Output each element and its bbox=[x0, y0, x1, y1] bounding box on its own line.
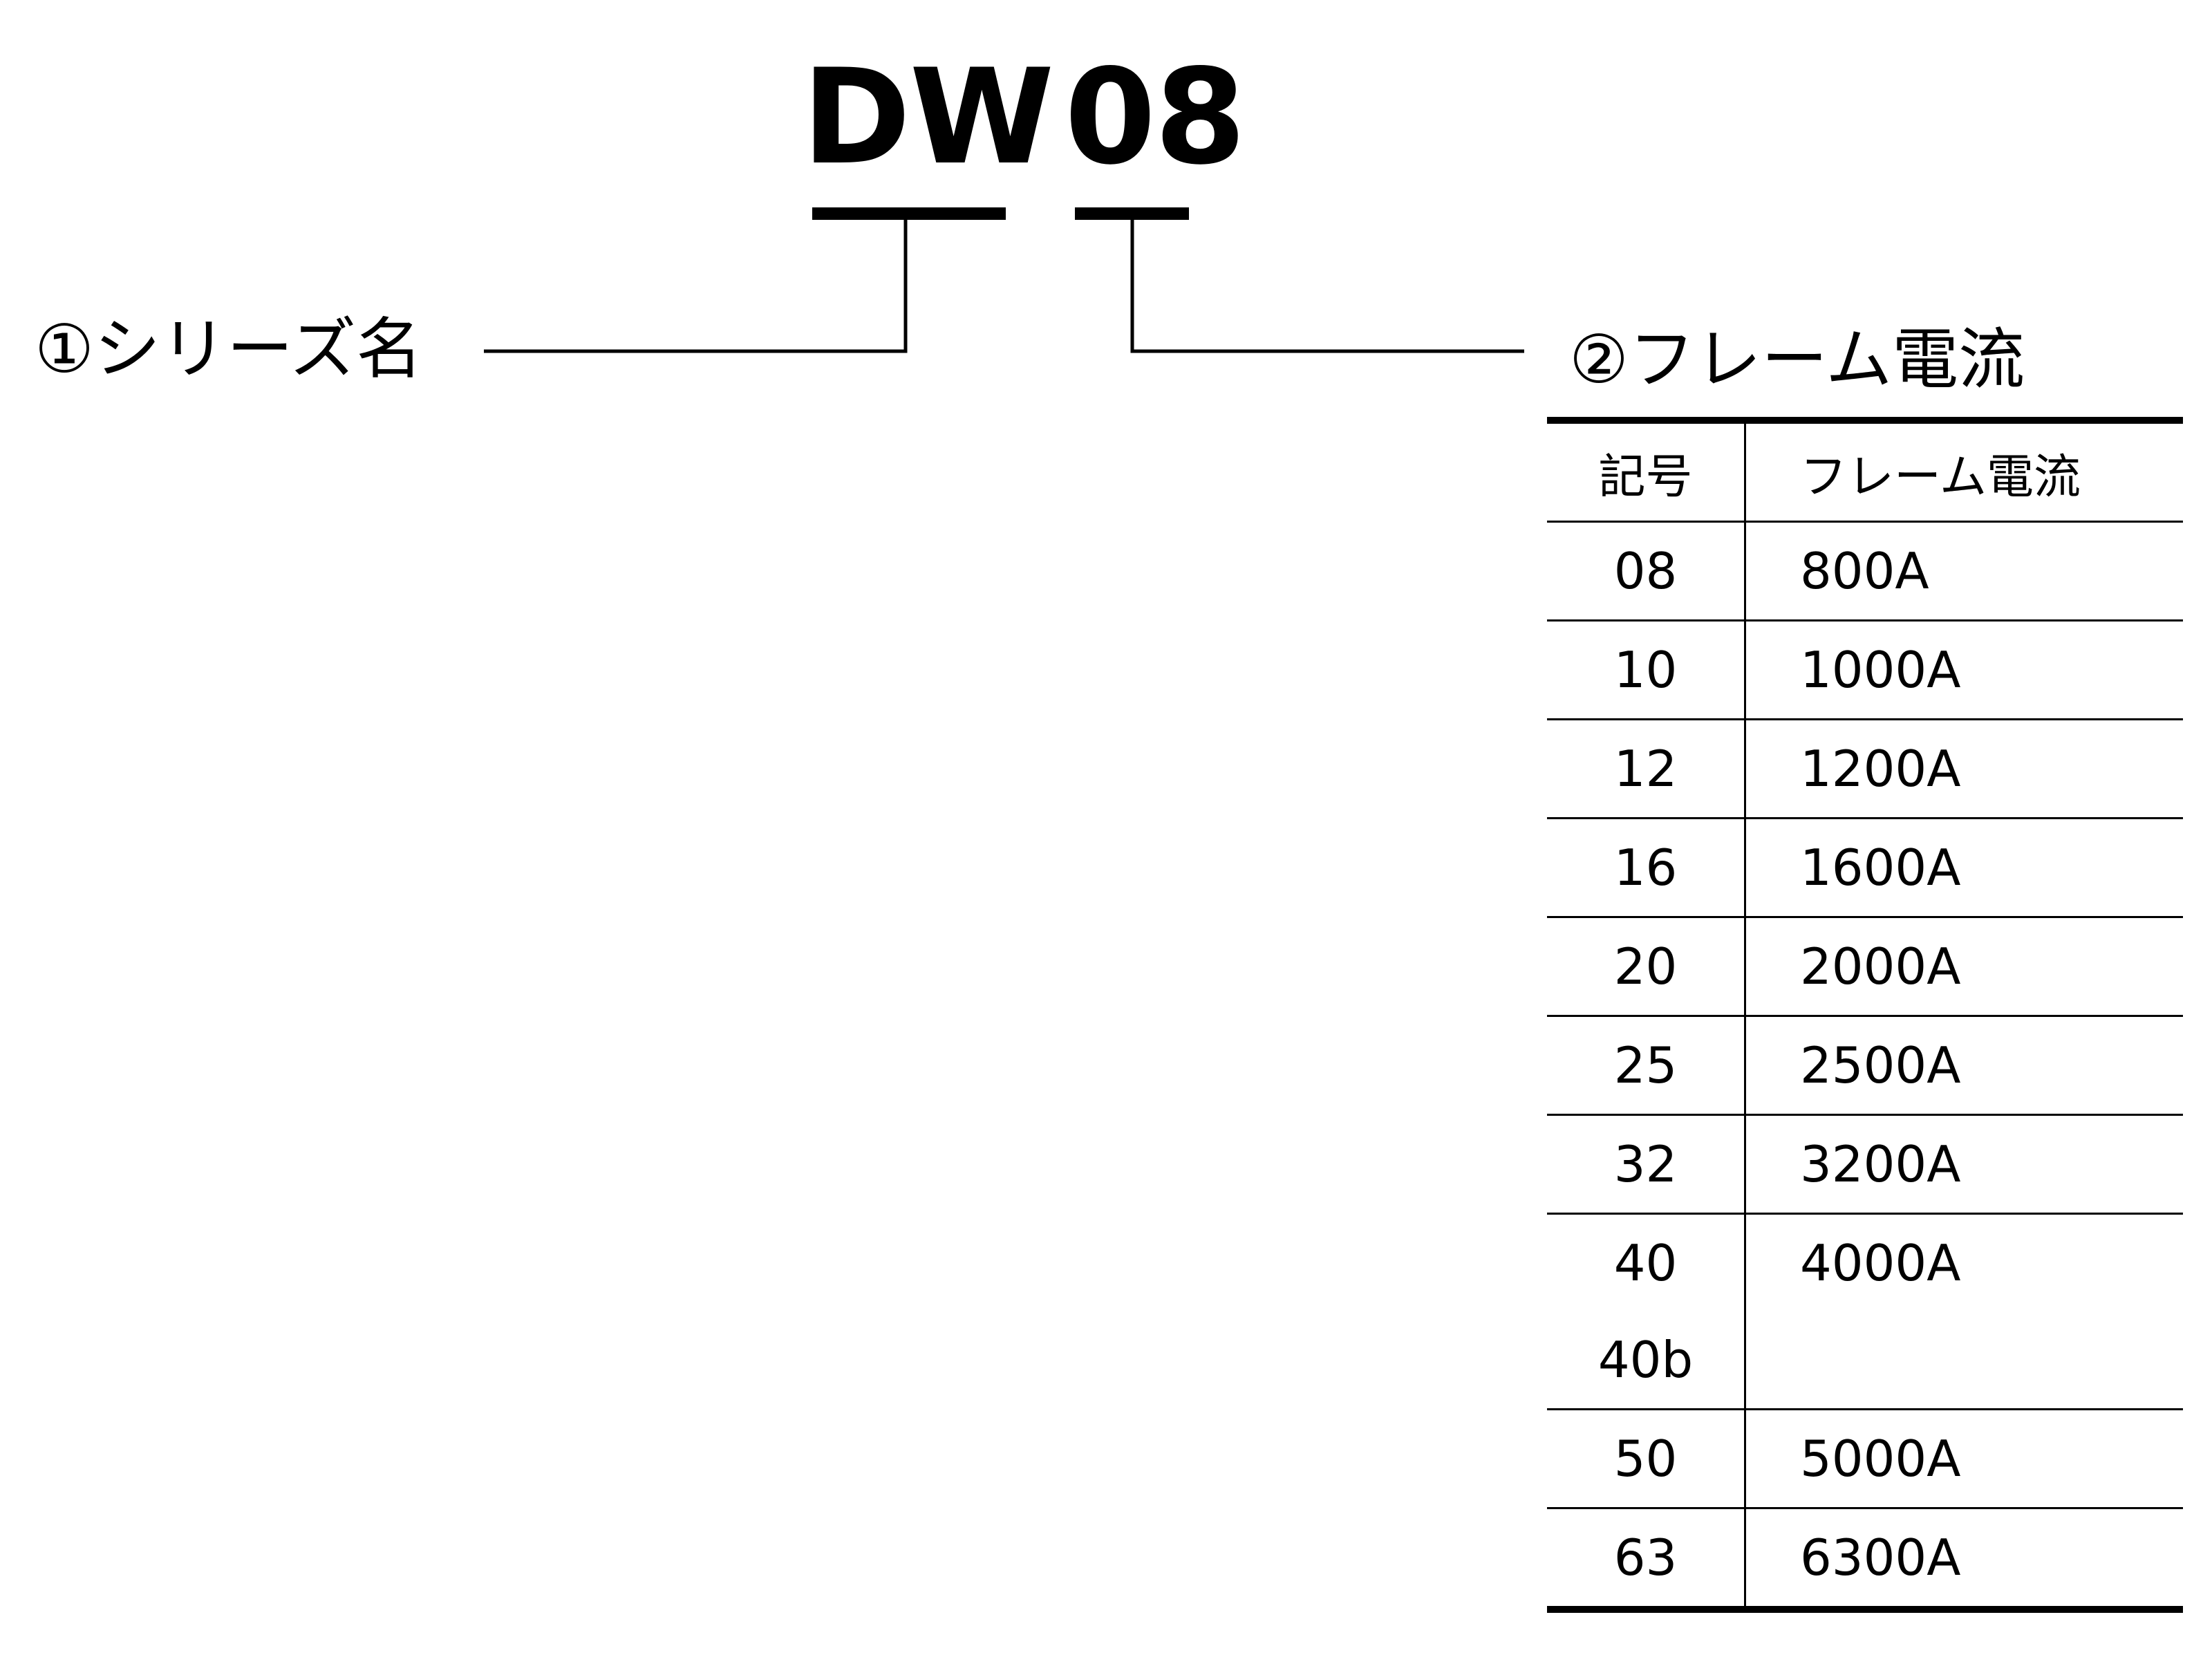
table-row: 63 6300A bbox=[1547, 1508, 2183, 1613]
frame-code: 08 bbox=[1065, 41, 1246, 194]
table-row: 40 40b 4000A bbox=[1547, 1213, 2183, 1410]
current-cell: 6300A bbox=[1745, 1508, 2183, 1613]
code-cell: 40 40b bbox=[1547, 1213, 1746, 1410]
table-row: 12 1200A bbox=[1547, 719, 2183, 819]
current-value: 4000A bbox=[1800, 1234, 1961, 1292]
current-cell: 1000A bbox=[1745, 620, 2183, 720]
code-cell: 20 bbox=[1547, 917, 1746, 1017]
current-cell: 2000A bbox=[1745, 917, 2183, 1017]
code-cell: 10 bbox=[1547, 620, 1746, 720]
frame-current-label: ②フレーム電流 bbox=[1569, 321, 2025, 398]
frame-current-table: 記号 フレーム電流 08 800A 10 1000A 12 1200A 16 1… bbox=[1547, 417, 2183, 1613]
current-cell: 4000A bbox=[1745, 1213, 2183, 1410]
table-header-row: 記号 フレーム電流 bbox=[1547, 417, 2183, 523]
code-cell: 25 bbox=[1547, 1016, 1746, 1116]
code-variant-value: 40b bbox=[1597, 1331, 1694, 1389]
header-code: 記号 bbox=[1547, 417, 1746, 523]
series-name-label: ①シリーズ名 bbox=[35, 310, 423, 388]
series-code: DW bbox=[802, 41, 1054, 194]
code-cell: 32 bbox=[1547, 1114, 1746, 1215]
table-row: 32 3200A bbox=[1547, 1114, 2183, 1215]
current-cell: 3200A bbox=[1745, 1114, 2183, 1215]
table-row: 16 1600A bbox=[1547, 818, 2183, 918]
code-cell: 08 bbox=[1547, 521, 1746, 621]
current-cell: 2500A bbox=[1745, 1016, 2183, 1116]
series-code-underline bbox=[812, 207, 1006, 220]
current-cell: 1200A bbox=[1745, 719, 2183, 819]
code-value: 40 bbox=[1613, 1234, 1678, 1292]
frame-code-underline bbox=[1075, 207, 1189, 220]
current-cell: 1600A bbox=[1745, 818, 2183, 918]
table-row: 20 2000A bbox=[1547, 917, 2183, 1017]
table-row: 25 2500A bbox=[1547, 1016, 2183, 1116]
code-cell: 16 bbox=[1547, 818, 1746, 918]
code-cell: 63 bbox=[1547, 1508, 1746, 1613]
table-row: 10 1000A bbox=[1547, 620, 2183, 720]
current-cell: 5000A bbox=[1745, 1409, 2183, 1509]
frame-leader-line bbox=[1130, 220, 1524, 353]
table-row: 50 5000A bbox=[1547, 1409, 2183, 1509]
series-leader-line bbox=[484, 220, 908, 353]
table-row: 08 800A bbox=[1547, 521, 2183, 621]
code-cell: 50 bbox=[1547, 1409, 1746, 1509]
header-frame-current: フレーム電流 bbox=[1745, 417, 2183, 523]
code-cell: 12 bbox=[1547, 719, 1746, 819]
current-cell: 800A bbox=[1745, 521, 2183, 621]
